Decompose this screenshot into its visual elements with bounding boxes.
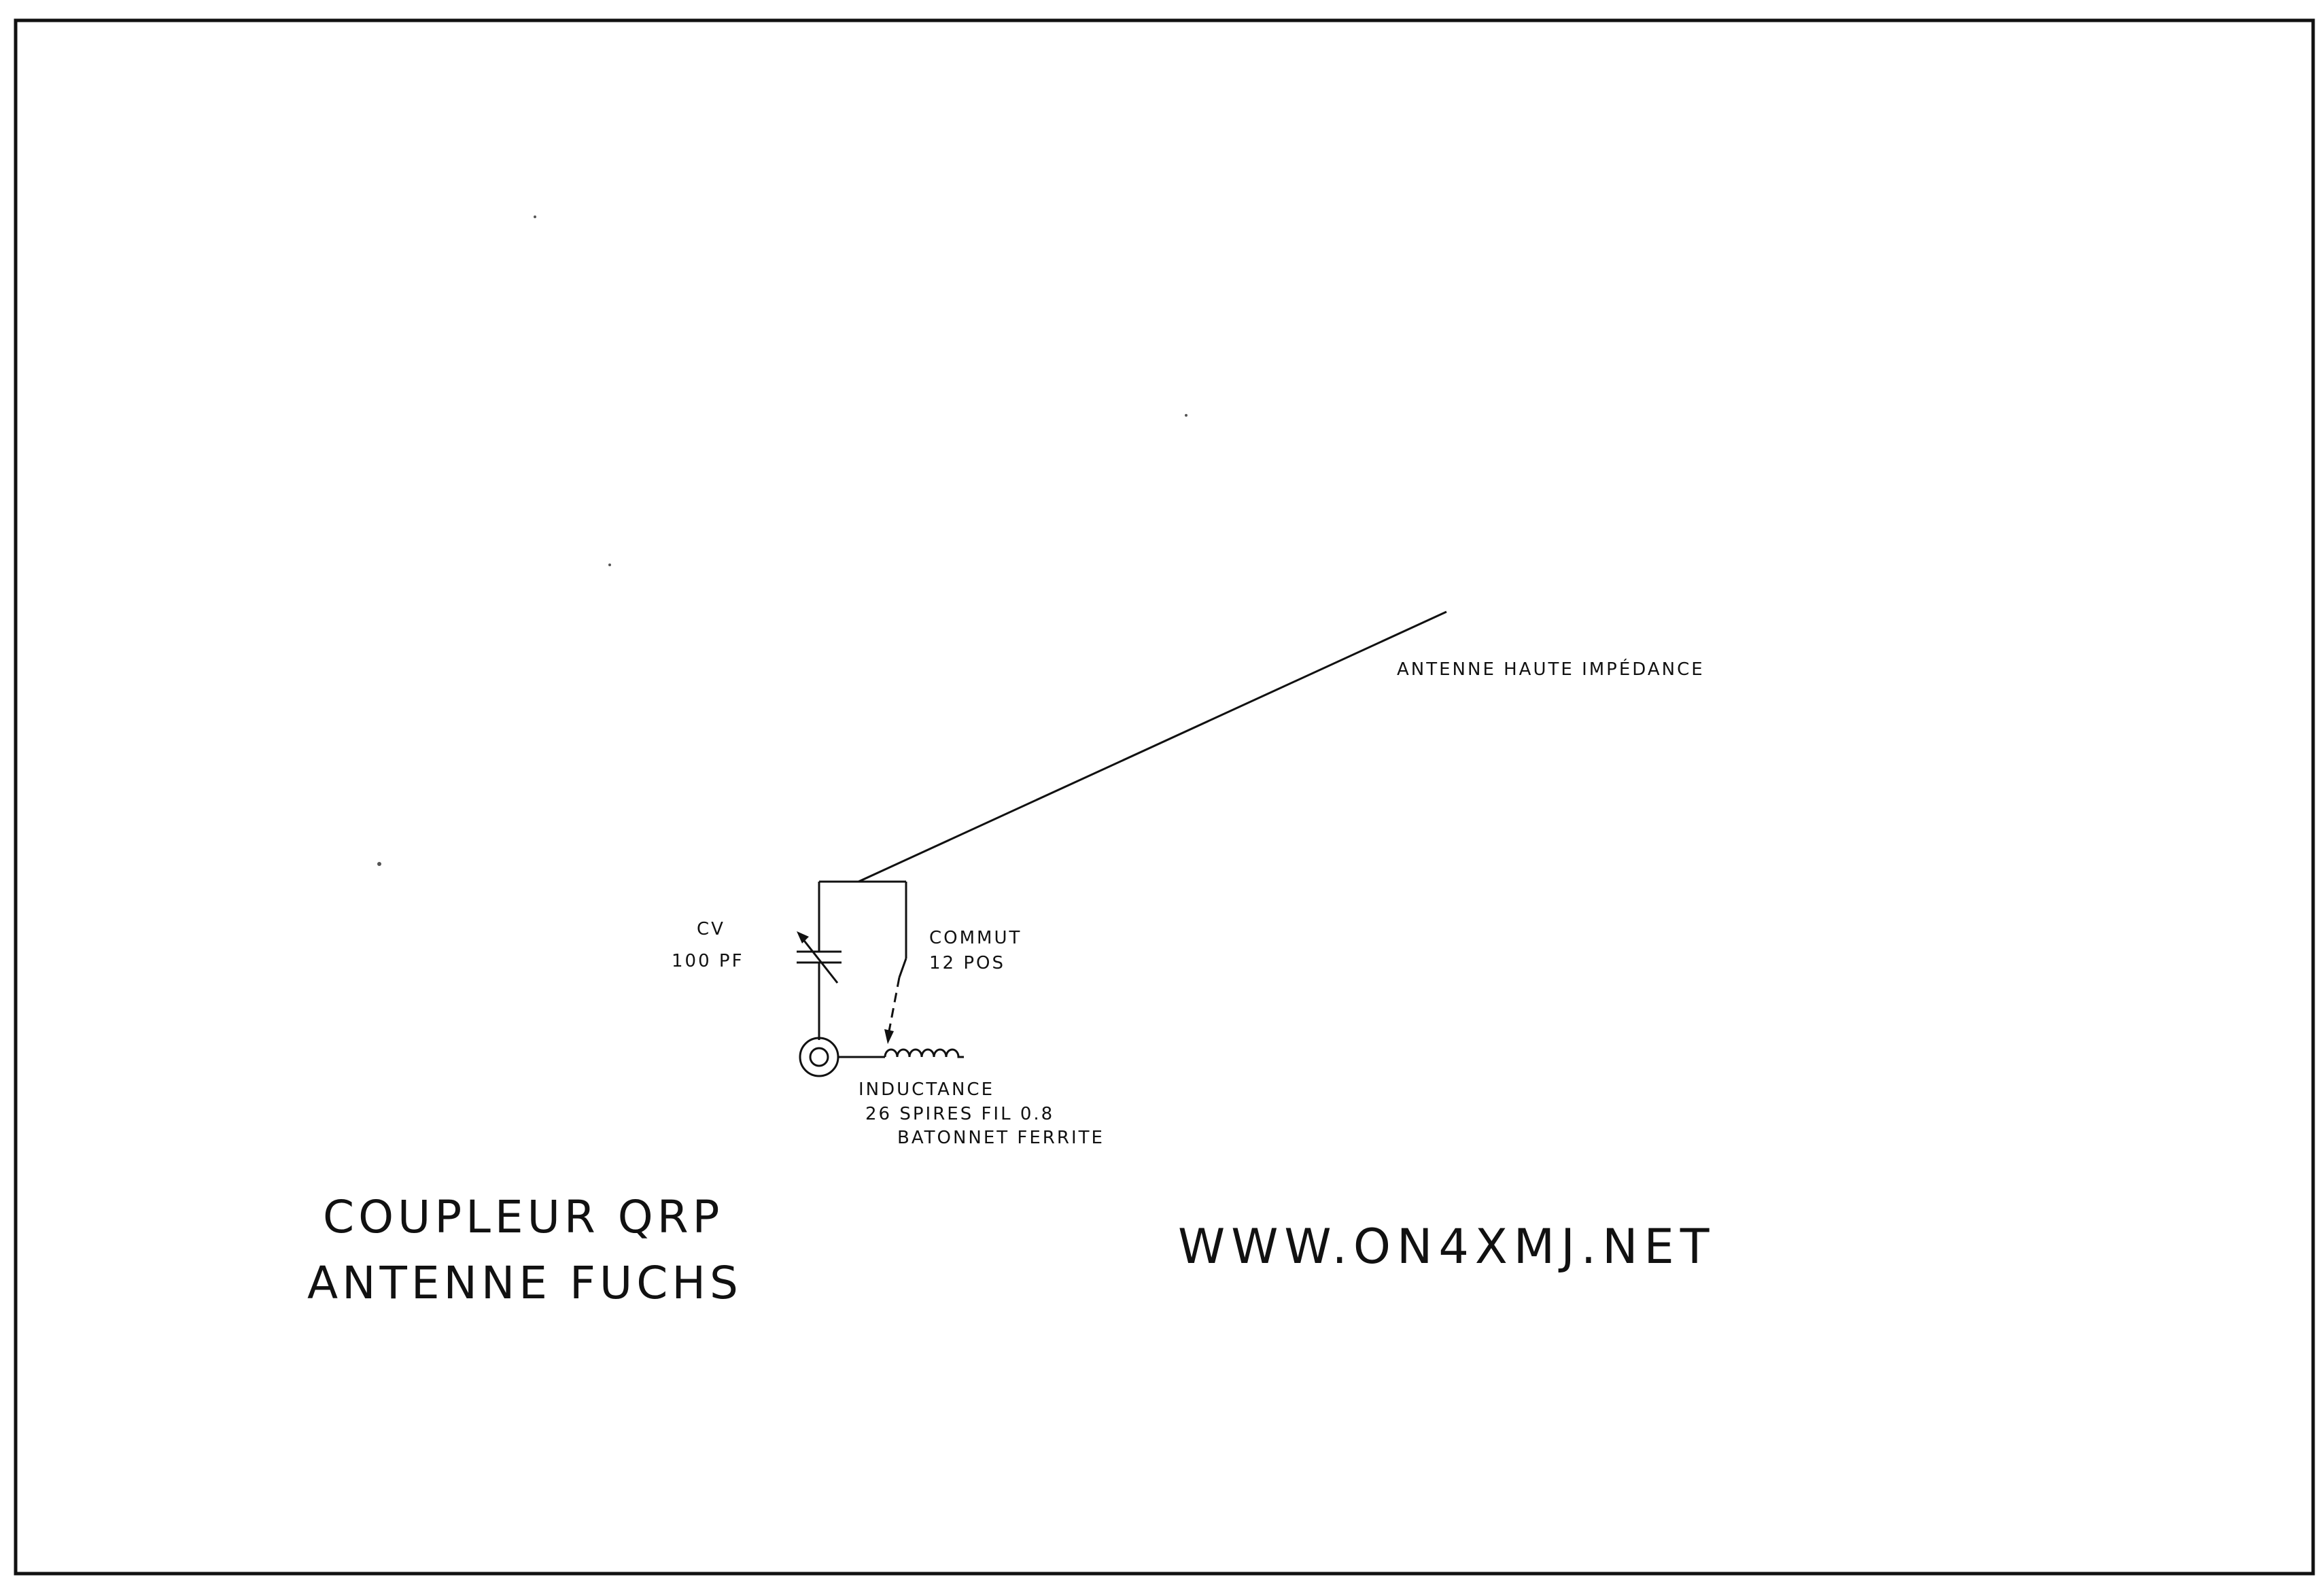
antenna-label: ANTENNE HAUTE IMPÉDANCE bbox=[1397, 658, 1705, 680]
commut-wiper bbox=[887, 977, 901, 1035]
title-line-1: COUPLEUR QRP bbox=[323, 1191, 723, 1243]
commut-value-label: 12 POS bbox=[929, 953, 1005, 973]
cv-label: CV bbox=[697, 919, 725, 939]
coax-connector-icon bbox=[799, 1037, 839, 1077]
scan-specks bbox=[377, 215, 1187, 866]
drawing-border bbox=[14, 18, 2315, 1576]
inductance-spec-label: 26 SPIRES FIL 0.8 bbox=[865, 1104, 1054, 1124]
inductance-core-label: BATONNET FERRITE bbox=[897, 1128, 1105, 1148]
website-label: WWW.ON4XMJ.NET bbox=[1178, 1219, 1715, 1275]
commut-arrow-icon bbox=[884, 1029, 894, 1044]
commut-label: COMMUT bbox=[929, 928, 1022, 948]
commut-contact-link bbox=[898, 958, 907, 978]
inductance-coil-icon bbox=[884, 1048, 964, 1058]
inductance-label: INDUCTANCE bbox=[859, 1079, 994, 1100]
title-line-2: ANTENNE FUCHS bbox=[307, 1257, 742, 1309]
variable-capacitor-icon bbox=[797, 931, 842, 984]
antenna-wire bbox=[858, 610, 1447, 883]
cv-value-label: 100 PF bbox=[672, 951, 744, 971]
